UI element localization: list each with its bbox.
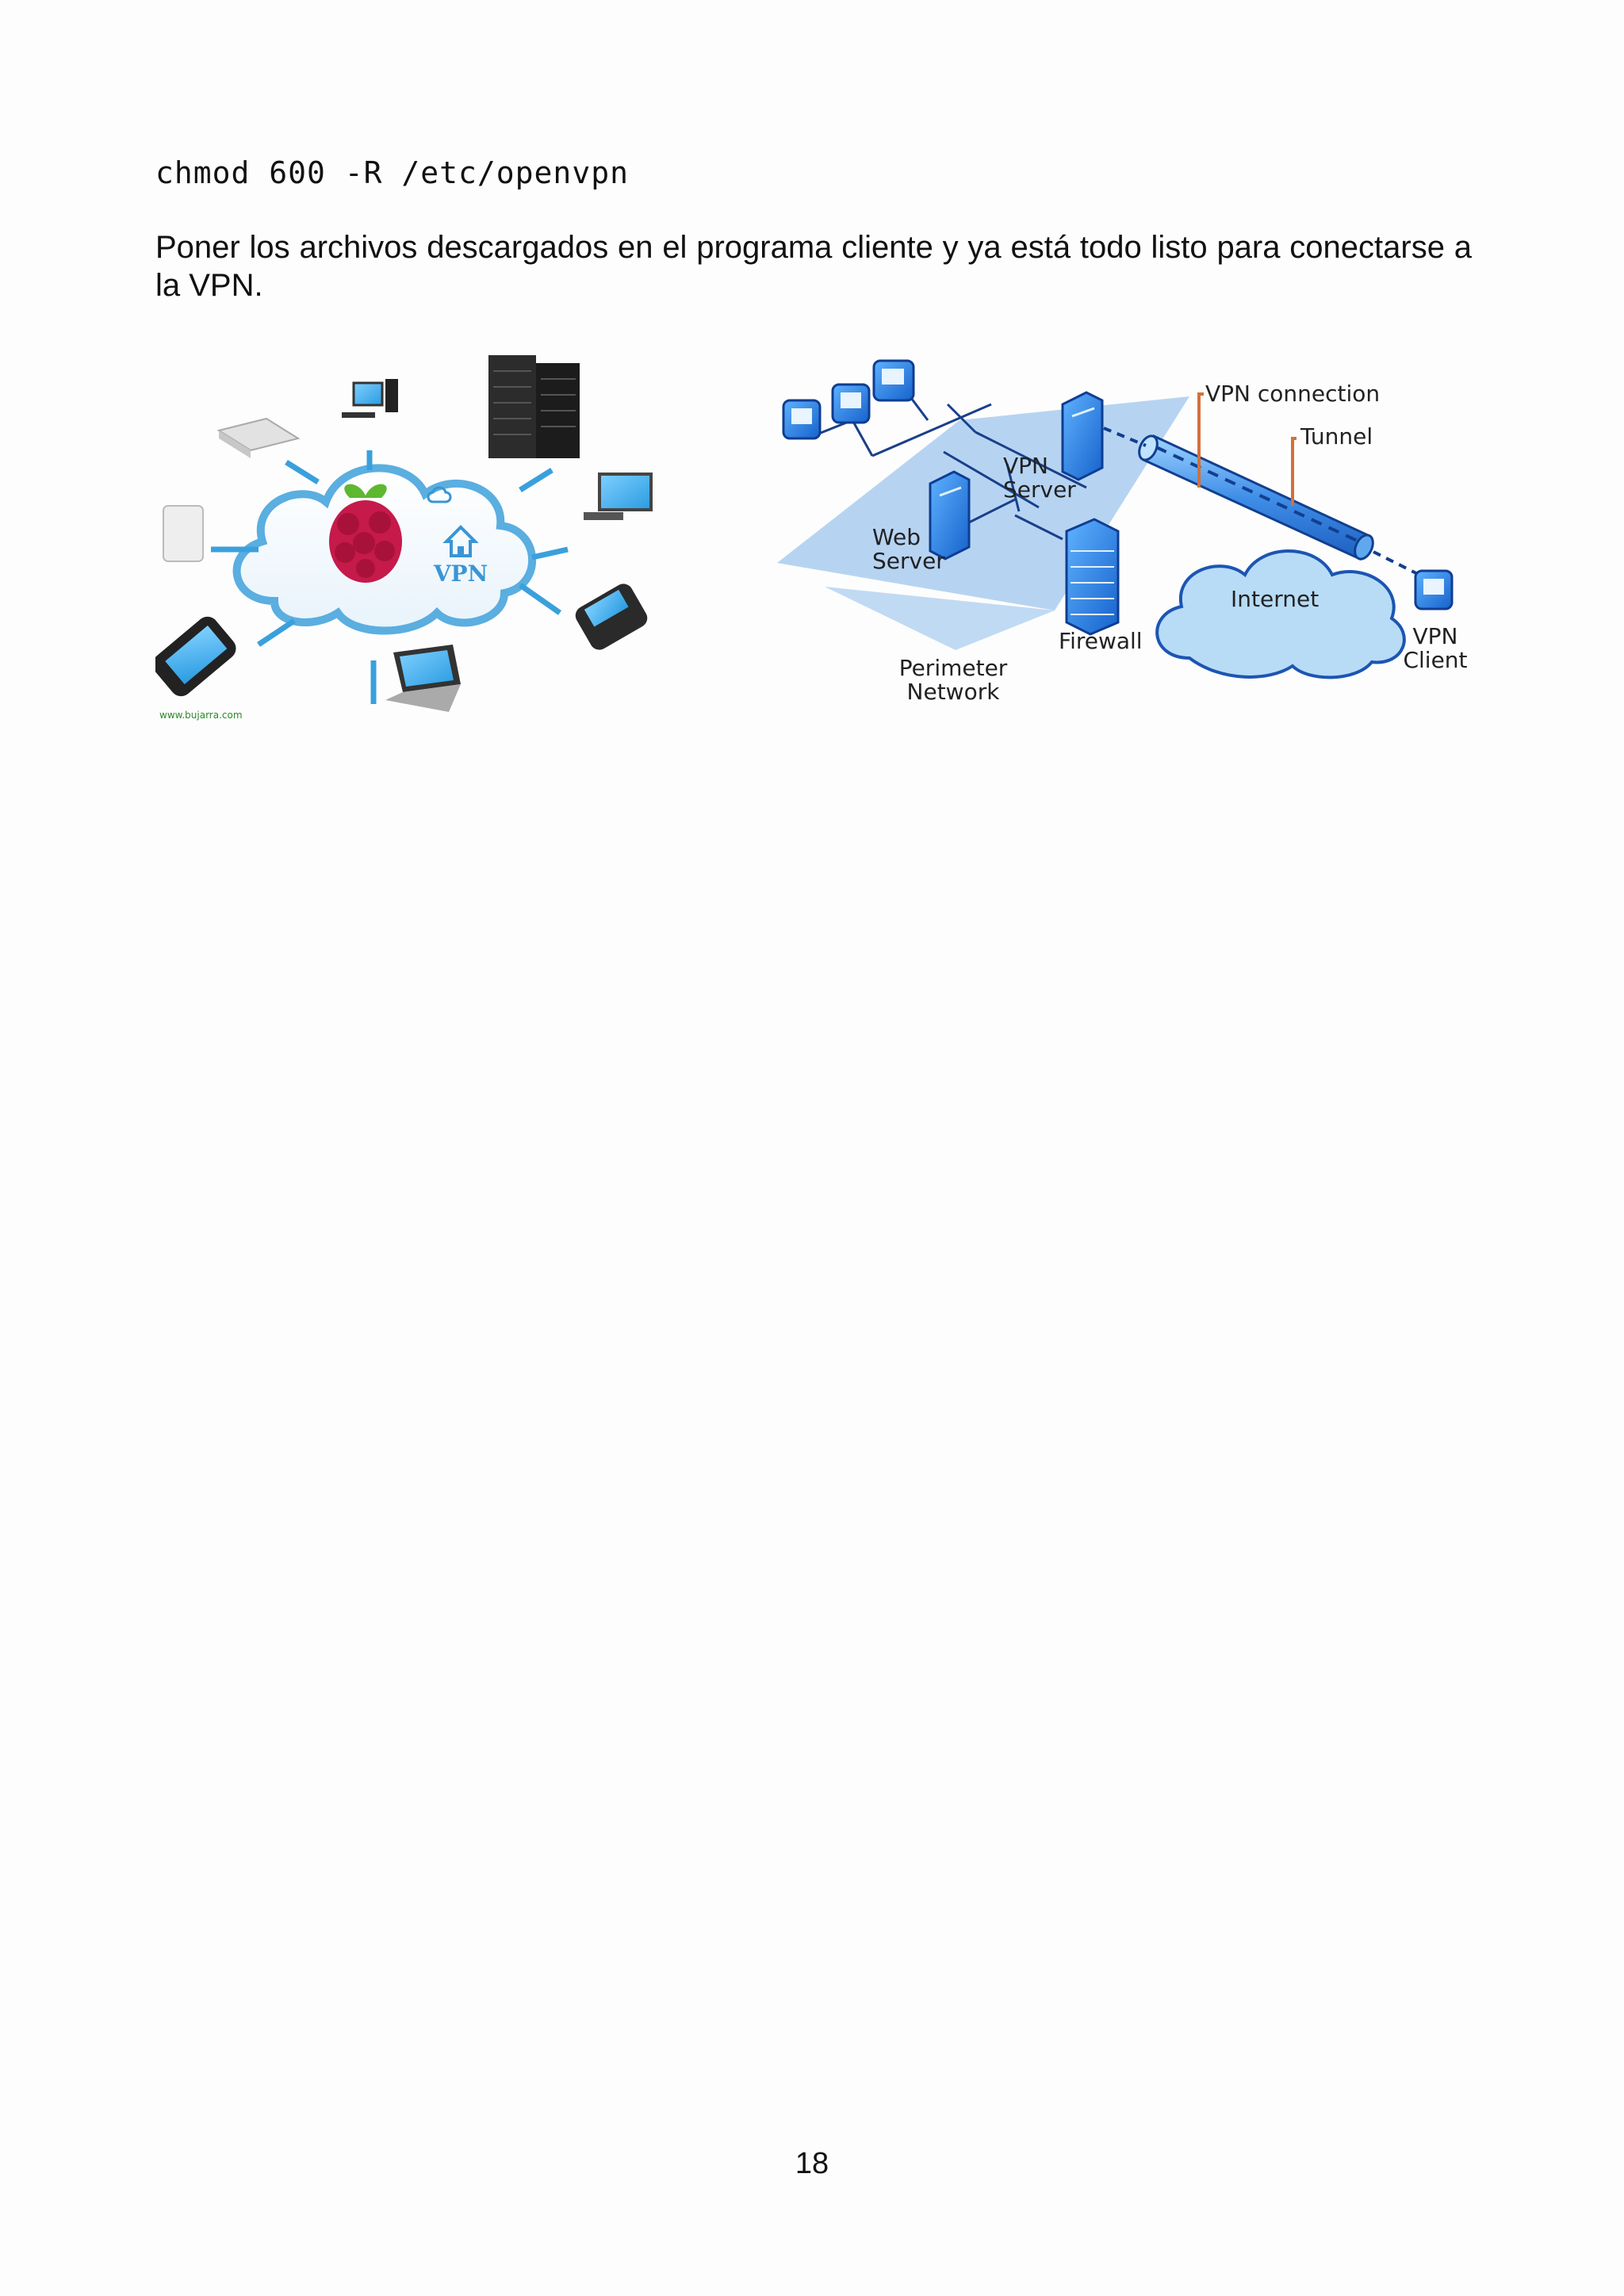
label-web-server-line1: Web [872,524,921,550]
label-vpn-client-line2: Client [1403,647,1467,673]
connection-arrows [211,450,569,704]
raspberry-vpn-figure: VPN [155,339,671,728]
label-vpn-client-line1: VPN [1413,623,1458,649]
label-internet: Internet [1231,586,1319,612]
code-line: chmod 600 -R /etc/openvpn [155,155,629,190]
monitor-icon [584,473,653,520]
client-computer-icon [831,383,871,424]
label-tunnel: Tunnel [1300,423,1373,450]
page-number: 18 [795,2147,829,2180]
router-icon [216,417,301,458]
label-firewall: Firewall [1059,628,1143,654]
label-vpn-server-line1: VPN [1003,453,1048,479]
smartphone-icon [155,616,236,697]
raspberry-pi-logo-icon [329,484,402,583]
watermark-text: www.bujarra.com [159,710,243,721]
label-perimeter-network-line1: Perimeter [899,655,1008,681]
cloud-vpn-label: VPN [433,561,488,587]
body-paragraph: Poner los archivos descargados en el pro… [155,230,1472,303]
raspberry-vpn-illustration: VPN [155,355,653,721]
label-vpn-connection: VPN connection [1205,381,1380,407]
server-rack-icon [488,355,580,458]
laptop-icon [385,645,461,712]
perimeter-network-plane [777,396,1189,610]
client-computer-icon [782,399,822,440]
nas-icon [163,505,204,562]
vpn-server-icon [1061,391,1104,481]
label-vpn-server-line2: Server [1003,476,1076,503]
label-web-server-line2: Server [872,548,945,574]
small-cloud-icon [427,486,452,503]
callout-lines [1197,392,1297,506]
vpn-client-icon [1414,569,1454,610]
firewall-icon [1065,518,1120,636]
vpn-network-illustration: VPN connection Tunnel VPN Server Web Ser… [777,359,1468,705]
blackberry-phone-icon [575,584,648,650]
label-perimeter-network-line2: Network [907,679,1001,705]
vpn-network-diagram: VPN connection Tunnel VPN Server Web Ser… [777,349,1475,721]
client-computer-icon [872,359,915,402]
house-icon [442,525,479,557]
web-server-icon [929,470,971,561]
desktop-computer-icon [342,379,398,418]
internet-cloud-icon [1155,549,1406,679]
